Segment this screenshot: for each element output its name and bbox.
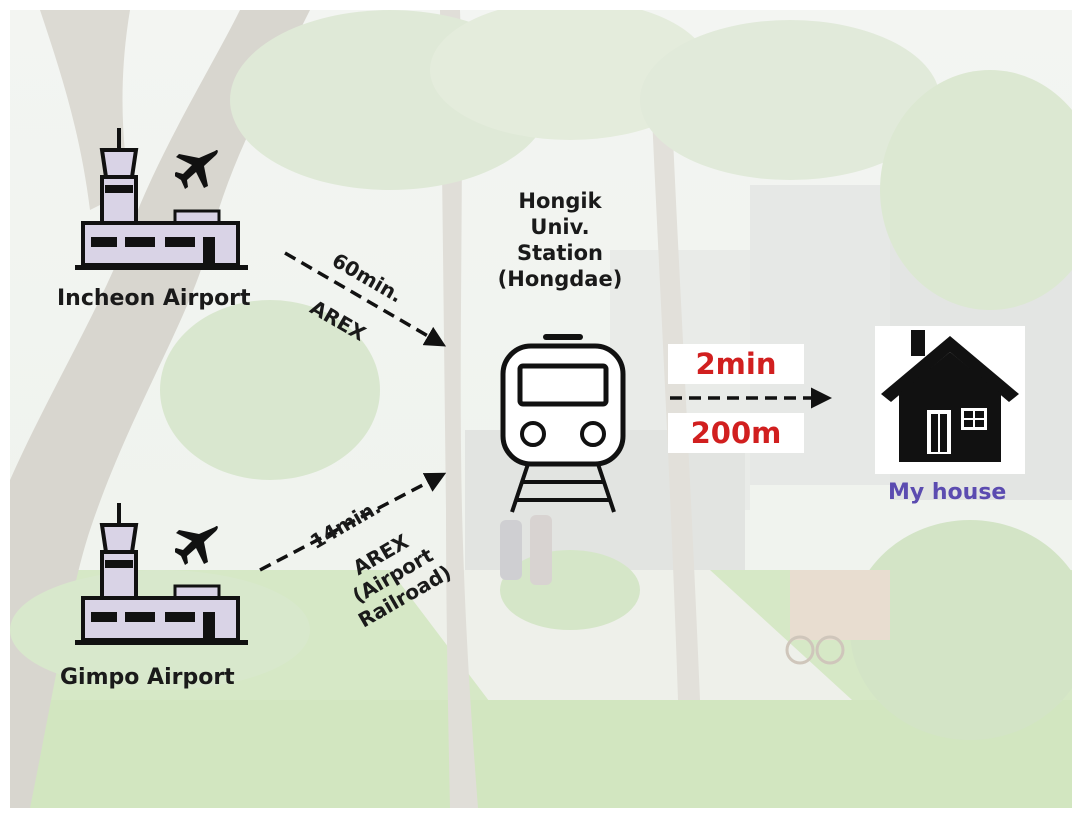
destination-label: My house: [888, 480, 1007, 505]
station-label-line-1: Hongik: [518, 189, 602, 213]
gimpo-airport-tower-icon: [75, 503, 248, 645]
diagram-canvas: Incheon Airport Gimpo Airport: [10, 10, 1072, 808]
incheon-route-arrow: [284, 251, 447, 347]
station-label-line-3: Station: [517, 241, 603, 265]
walk-distance-label: 200m: [668, 413, 804, 453]
incheon-airport-tower-icon: [75, 128, 248, 270]
walk-time-label: 2min: [668, 344, 804, 384]
airplane-icon: [175, 525, 218, 565]
airplane-icon: [175, 149, 218, 189]
station-label: Hongik Univ. Station (Hongdae): [480, 188, 640, 292]
incheon-airport-label: Incheon Airport: [57, 286, 251, 311]
station-label-line-4: (Hongdae): [497, 267, 623, 291]
gimpo-airport-label: Gimpo Airport: [60, 665, 235, 690]
gimpo-route-arrow: [259, 472, 447, 572]
train-icon: [500, 334, 626, 513]
house-icon: [875, 326, 1025, 474]
route-arrows: [259, 251, 832, 572]
station-label-line-2: Univ.: [530, 215, 590, 239]
